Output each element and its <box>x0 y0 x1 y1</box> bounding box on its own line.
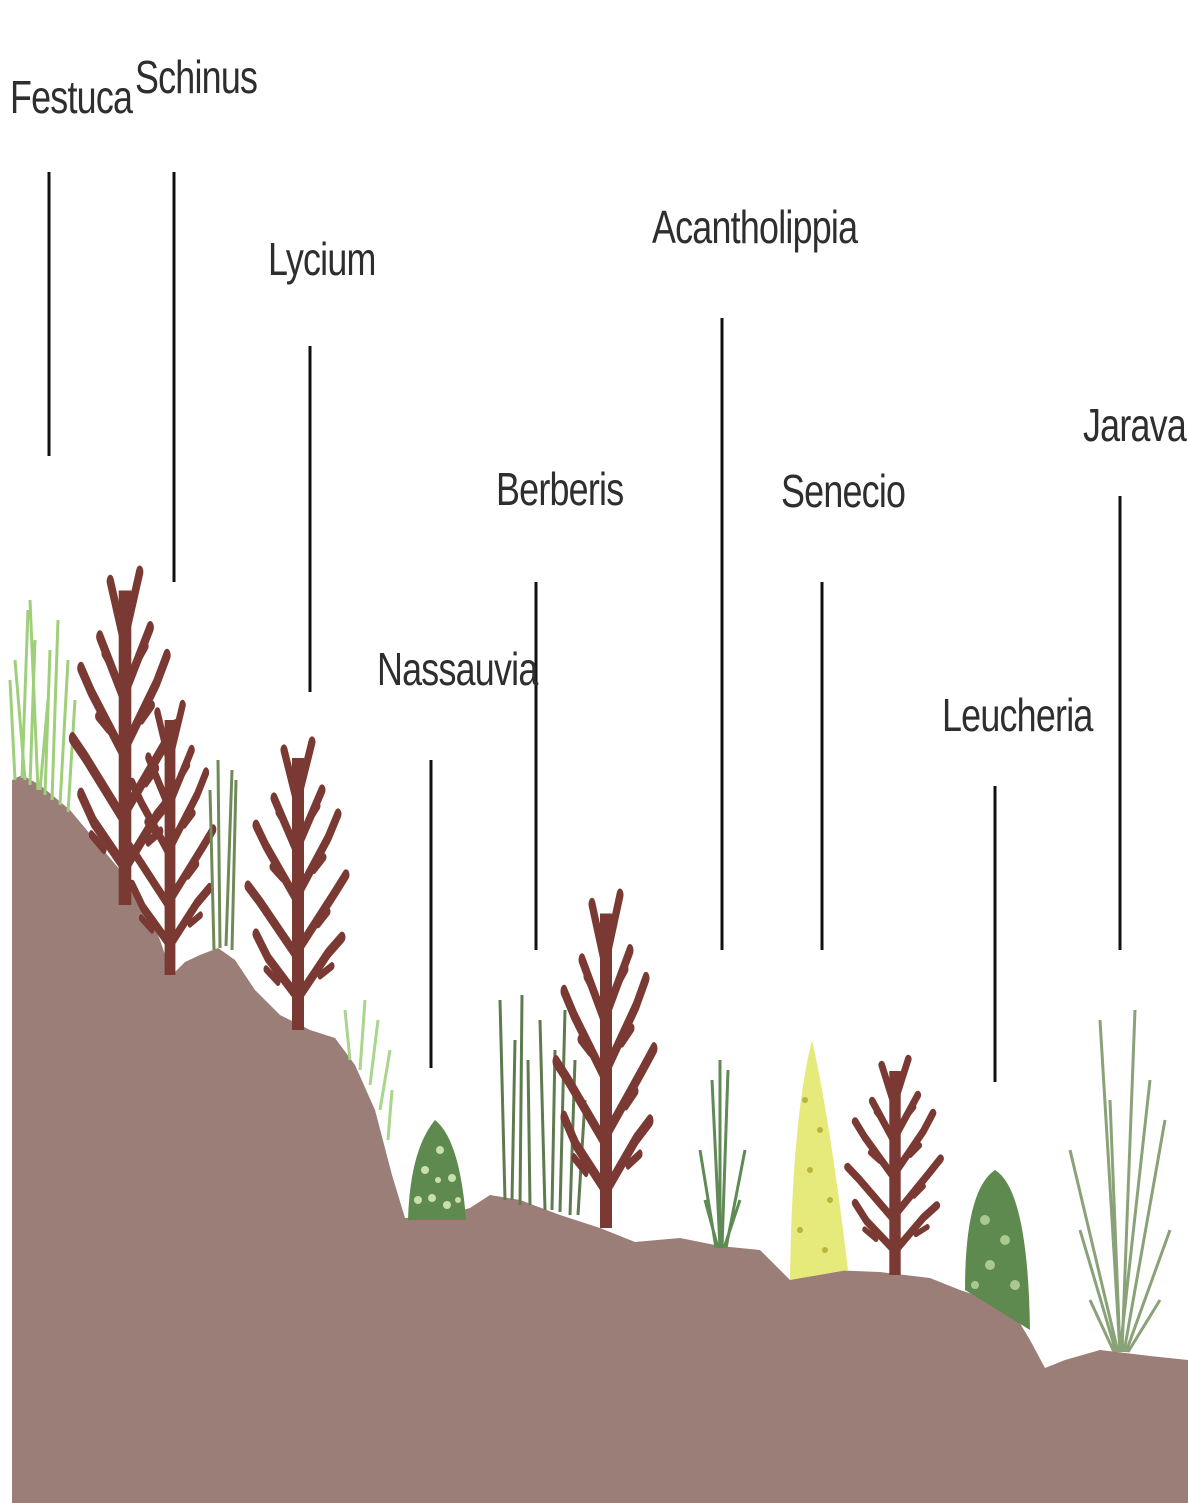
festuca-label: Festuca <box>10 74 132 120</box>
leucheria-label: Leucheria <box>942 692 1093 738</box>
small-shrub-plant <box>848 1059 941 1275</box>
berberis-grass-plant <box>500 995 585 1215</box>
acantholippia-plant <box>700 1060 745 1248</box>
lycium-label: Lycium <box>268 236 376 282</box>
nassauvia-plant <box>408 1120 466 1220</box>
berberis-label: Berberis <box>496 466 623 512</box>
nassauvia-label: Nassauvia <box>377 646 538 692</box>
senecio-label: Senecio <box>781 468 905 514</box>
thin-grass-plant <box>210 760 236 950</box>
schinus-label: Schinus <box>135 54 257 100</box>
jarava-label: Jarava <box>1083 402 1186 448</box>
lycium-plant <box>248 742 346 1030</box>
jarava-plant <box>1070 1010 1170 1352</box>
acantholippia-label: Acantholippia <box>652 204 857 250</box>
senecio-plant <box>790 1040 848 1280</box>
